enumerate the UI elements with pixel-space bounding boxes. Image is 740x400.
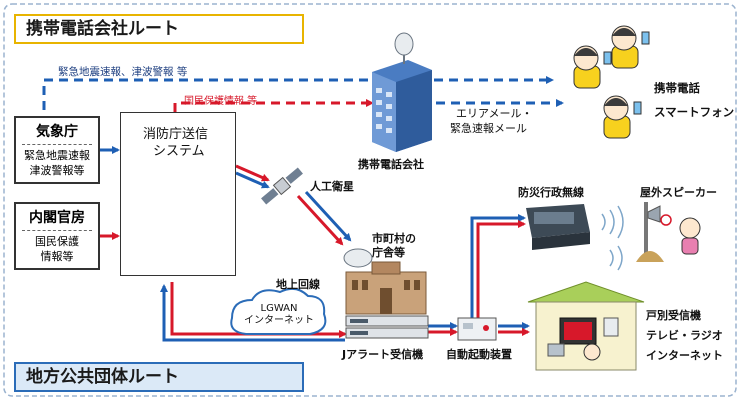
outdoor-speaker-label: 屋外スピーカー [640, 186, 717, 199]
flow-fdma-to-satellite-blue [235, 171, 270, 189]
phones-line2: スマートフォン [654, 105, 735, 119]
disaster-radio-label: 防災行政無線 [518, 186, 584, 199]
area-mail-line2: 緊急速報メール [450, 122, 527, 135]
j-alert-receiver-label: Jアラート受信機 [342, 348, 424, 361]
carrier-label: 携帯電話会社 [358, 158, 424, 171]
flow-civil-to-carrier [173, 99, 374, 112]
phone-users-illustration [573, 25, 650, 139]
house-illustration [527, 281, 645, 371]
flow-autostart-to-radio-red [476, 220, 526, 320]
ground-line-label: 地上回線 [276, 278, 320, 291]
household-line2: テレビ・ラジオ [646, 329, 723, 342]
outer-frame [3, 3, 737, 397]
fdma-system-box: 消防庁送信 システム [120, 112, 236, 276]
jma-item: 津波警報等 [29, 164, 85, 177]
municipal-office-label: 市町村の 庁舎等 [372, 232, 416, 260]
cabinet-item: 国民保護 [35, 235, 79, 248]
outdoor-speaker-illustration [636, 202, 701, 262]
flow-satellite-to-office-red [296, 194, 344, 246]
radio-waves [601, 205, 624, 271]
cabinet-title: 内閣官房 [29, 210, 85, 226]
local-gov-route-title: 地方公共団体ルート [26, 367, 179, 387]
disaster-radio-illustration [526, 204, 590, 250]
j-alert-receiver-illustration [345, 315, 429, 339]
auto-start-label: 自動起動装置 [446, 348, 512, 361]
local-gov-route-banner: 地方公共団体ルート [14, 362, 304, 392]
flow-fdma-to-satellite-red [235, 164, 270, 182]
satellite-illustration [261, 167, 303, 205]
cabinet-box: 内閣官房 国民保護 情報等 [14, 202, 100, 270]
phones-line1: 携帯電話 [654, 81, 700, 95]
household-label: 戸別受信機 テレビ・ラジオ インターネット [646, 306, 723, 366]
jma-item: 緊急地震速報 [24, 149, 90, 162]
flow-satellite-to-office-blue [304, 190, 352, 242]
flow-label-civil: 国民保護情報 等 [184, 96, 258, 107]
cabinet-item: 情報等 [40, 250, 74, 263]
household-line3: インターネット [646, 349, 723, 362]
mobile-route-banner: 携帯電話会社ルート [14, 14, 304, 44]
office-line1: 市町村の [372, 232, 416, 245]
flow-label-quake: 緊急地震速報、津波警報 等 [58, 66, 188, 78]
lgwan-cloud [230, 287, 327, 335]
carrier-building-illustration [372, 32, 432, 152]
mobile-route-title: 携帯電話会社ルート [26, 19, 179, 39]
lgwan-line1: LGWAN [260, 303, 298, 314]
phones-label: 携帯電話 スマートフォン [654, 76, 734, 124]
flow-autostart-to-radio-blue [470, 214, 526, 320]
flow-ground-blue-back [160, 284, 345, 342]
municipal-office-illustration [343, 248, 427, 315]
fdma-title-line2: システム [153, 144, 205, 159]
satellite-label: 人工衛星 [310, 180, 354, 193]
household-line1: 戸別受信機 [646, 309, 701, 322]
flow-label-area-mail: エリアメール・ 緊急速報メール [450, 106, 532, 136]
area-mail-line1: エリアメール・ [456, 107, 533, 120]
jma-box: 気象庁 緊急地震速報 津波警報等 [14, 116, 100, 184]
auto-start-device-illustration [457, 317, 497, 341]
lgwan-line2: インターネット [244, 315, 314, 326]
jma-title: 気象庁 [36, 124, 78, 140]
office-line2: 庁舎等 [372, 246, 405, 259]
lgwan-label: LGWAN インターネット [238, 303, 320, 327]
fdma-title-line1: 消防庁送信 [143, 127, 209, 142]
